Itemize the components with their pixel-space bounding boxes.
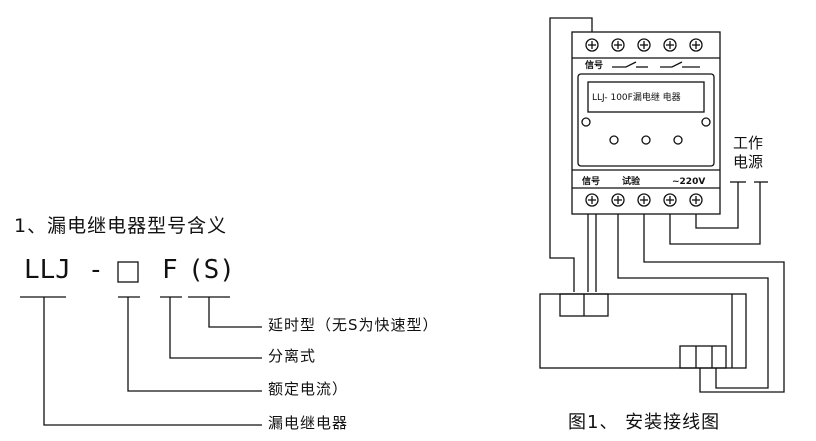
relay-body (571, 31, 721, 215)
relay-indicator-1 (609, 135, 619, 145)
desc-rated-current: 额定电流） (268, 380, 349, 398)
wire-power-b (695, 182, 739, 229)
figure-caption: 图1、 安装接线图 (568, 412, 721, 433)
power-label-line1: 工作 (733, 134, 764, 152)
relay-indicator-3 (673, 135, 683, 145)
section-title: 1、漏电继电器型号含义 (14, 215, 228, 237)
model-code-s: (S) (188, 255, 235, 285)
relay-top-signal-label: 信号 (585, 59, 603, 71)
model-code-llj: LLJ (24, 255, 71, 285)
relay-mount-hole-right (701, 117, 711, 127)
model-code-f: F (162, 255, 178, 285)
bottom-terminals (585, 193, 703, 207)
contact-symbol-1 (612, 61, 637, 68)
wire-test-a (617, 214, 769, 389)
model-code-dash: - (88, 255, 104, 285)
zero-sequence-transformer (539, 293, 747, 369)
top-terminals (585, 38, 703, 52)
relay-mount-hole-left (581, 117, 591, 127)
wire-power-a (669, 182, 761, 245)
relay-indicator-2 (641, 135, 651, 145)
relay-display (587, 81, 705, 113)
contact-symbol-2 (660, 61, 683, 68)
wire-signal-top (549, 17, 593, 292)
desc-delay-type: 延时型（无S为快速型） (268, 316, 439, 334)
power-label-line2: 电源 (733, 153, 764, 171)
relay-face-panel (577, 73, 715, 167)
relay-bottom-signal-label: 信号 (582, 175, 600, 187)
relay-display-text: LLJ- 100F漏电继 电器 (592, 91, 681, 103)
leader-line-delay (208, 297, 262, 328)
desc-leakage-relay: 漏电继电器 (268, 414, 349, 432)
rated-current-box (117, 261, 139, 283)
desc-separated: 分离式 (268, 347, 317, 365)
relay-test-label: 试验 (622, 175, 641, 187)
wire-test-b (643, 214, 785, 393)
leader-line-separated (169, 297, 262, 359)
leader-line-current (127, 297, 262, 392)
leader-line-relay (43, 297, 262, 426)
relay-voltage-label: ~220V (672, 177, 705, 187)
test-terminal-block (679, 345, 727, 369)
